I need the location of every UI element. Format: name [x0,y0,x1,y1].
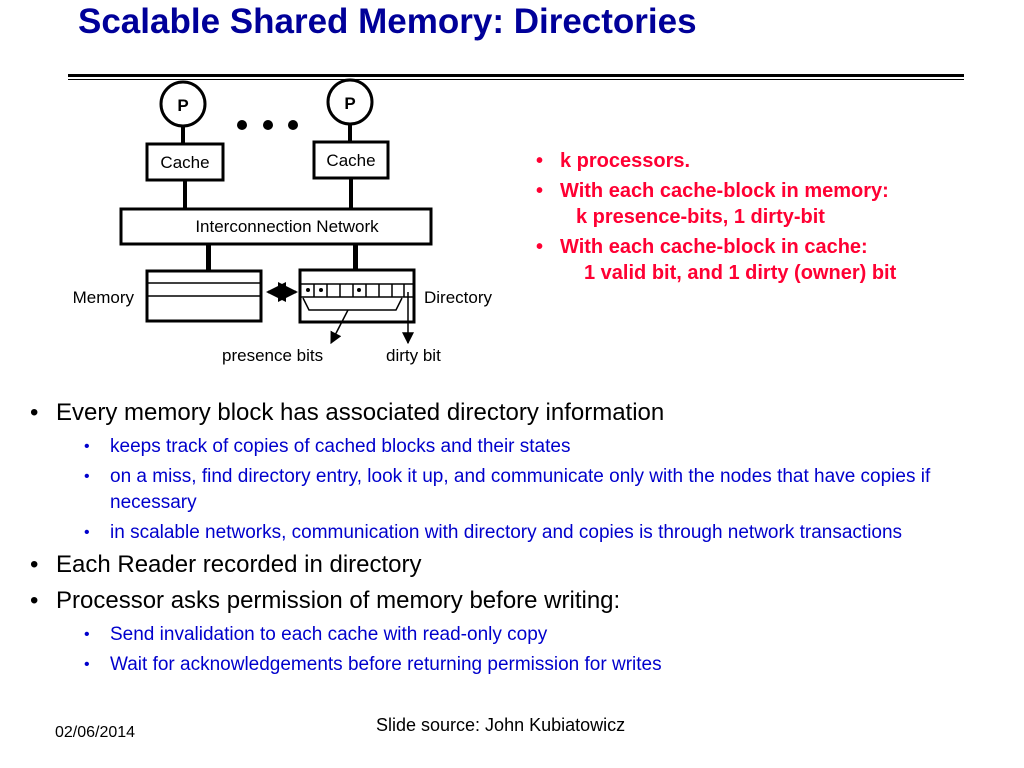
title-rule-thick [68,74,964,77]
bullet-text: Each Reader recorded in directory [56,551,422,578]
sub-bullet-text: in scalable networks, communication with… [110,522,903,543]
bullet-item: • Processor asks permission of memory be… [30,586,980,616]
bullet-item: • Every memory block has associated dire… [30,398,980,428]
highlight-text: With each cache-block in cache: 1 valid … [560,234,896,286]
link-network-memory [206,244,211,271]
bullet-icon: • [84,438,90,455]
presence-bits-arrow [330,309,349,345]
bullet-item: • Each Reader recorded in directory [30,550,980,580]
bullet-icon: • [536,180,544,202]
bullet-text: Every memory block has associated direct… [56,399,665,426]
presence-bit-set-2 [319,288,323,292]
dirty-bit-label: dirty bit [386,346,441,365]
highlight-line: 1 valid bit, and 1 dirty (owner) bit [584,262,897,284]
presence-bit-set-1 [306,288,310,292]
processor-2-label: P [344,94,355,113]
directory-box [298,268,416,324]
bullet-icon: • [30,587,39,614]
bullet-icon: • [30,551,39,578]
cache-2-label: Cache [326,151,375,170]
sub-bullet-item: • Wait for acknowledgements before retur… [30,652,980,678]
sub-bullet-item: • Send invalidation to each cache with r… [30,622,980,648]
network-label: Interconnection Network [195,217,379,236]
link-p1-cache1 [181,126,185,144]
directory-diagram: P P Cache Cache Interconnection Network … [73,78,493,365]
sub-bullet-text: keeps track of copies of cached blocks a… [110,436,571,457]
bullet-icon: • [84,524,90,541]
bullet-icon: • [536,150,544,172]
ellipsis-dot-3 [288,120,298,130]
sub-bullet-text: on a miss, find directory entry, look it… [110,466,931,513]
bullet-icon: • [536,236,544,258]
slide-date: 02/06/2014 [55,724,136,741]
bullet-icon: • [84,656,90,673]
memory-label: Memory [73,288,135,307]
link-network-directory [353,244,358,271]
presence-bits-label: presence bits [222,346,323,365]
link-cache1-network [183,180,187,208]
directory-label: Directory [424,288,493,307]
bullet-icon: • [84,626,90,643]
highlight-line: k processors. [560,150,691,172]
processor-1-label: P [177,96,188,115]
slide-source: Slide source: John Kubiatowicz [376,715,626,735]
slide-title: Scalable Shared Memory: Directories [78,2,697,41]
sub-bullet-item: • on a miss, find directory entry, look … [30,464,980,516]
sub-bullet-text: Wait for acknowledgements before returni… [110,654,662,675]
directory-bit-dividers [313,284,405,297]
title-rule-thin [68,79,964,80]
ellipsis-dot-1 [237,120,247,130]
highlight-text: With each cache-block in memory: k prese… [560,178,889,230]
presence-bit-set-3 [357,288,361,292]
bullet-icon: • [30,399,39,426]
ellipsis-dot-2 [263,120,273,130]
highlight-list: • k processors. • With each cache-block … [536,148,1006,290]
sub-bullet-item: • in scalable networks, communication wi… [30,520,980,546]
cache-1-label: Cache [160,153,209,172]
highlight-line: With each cache-block in cache: [560,236,868,258]
main-bullet-list: • Every memory block has associated dire… [30,398,980,682]
highlight-line: k presence-bits, 1 dirty-bit [576,206,825,228]
highlight-text: k processors. [560,148,690,174]
presence-bits-bracket [302,297,403,311]
interconnection-network [119,207,433,246]
highlight-item: • With each cache-block in memory: k pre… [536,178,1006,230]
highlight-item: • k processors. [536,148,1006,174]
bullet-icon: • [84,468,90,485]
highlight-item: • With each cache-block in cache: 1 vali… [536,234,1006,286]
link-p2-cache2 [348,124,352,142]
link-cache2-network [349,178,353,208]
sub-bullet-item: • keeps track of copies of cached blocks… [30,434,980,460]
sub-bullet-text: Send invalidation to each cache with rea… [110,624,548,645]
bullet-text: Processor asks permission of memory befo… [56,587,621,614]
highlight-line: With each cache-block in memory: [560,180,889,202]
